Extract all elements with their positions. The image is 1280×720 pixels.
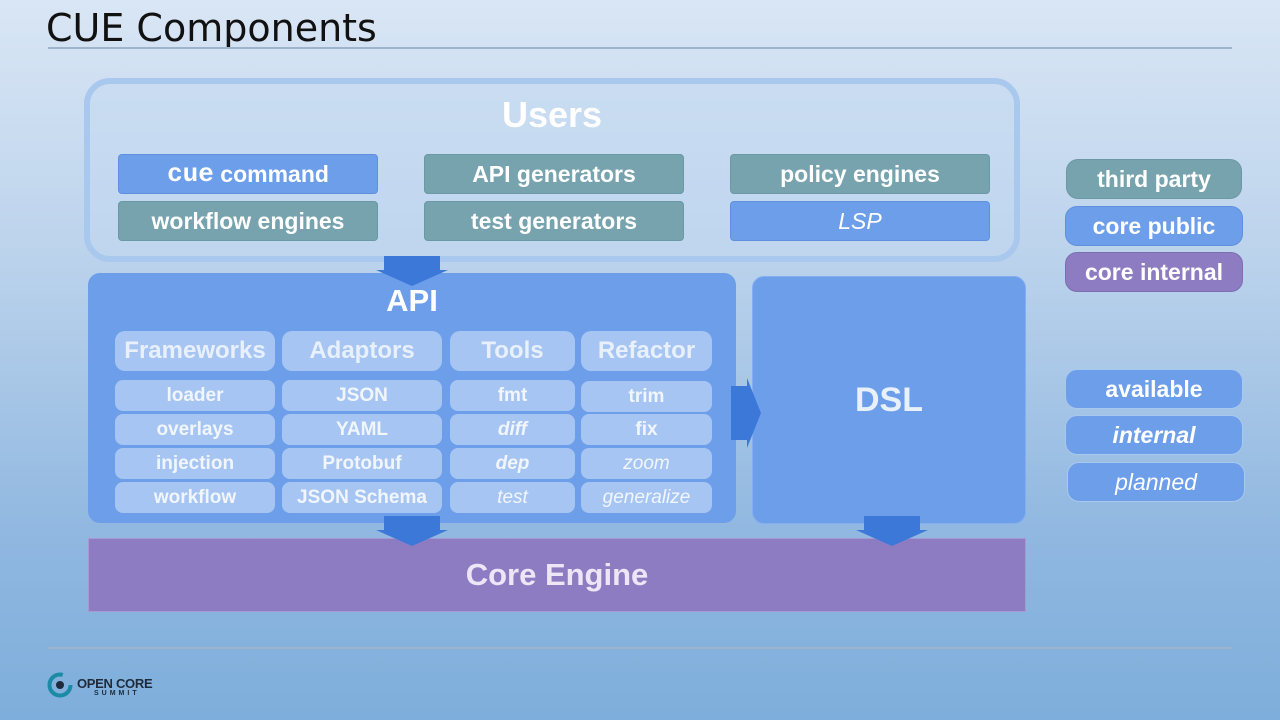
footer-divider (48, 647, 1232, 649)
logo-text: OPEN CORE (77, 676, 153, 691)
arrow-right-icon (731, 378, 761, 448)
test-generators-box: test generators (424, 201, 684, 241)
policy-engines-box: policy engines (730, 154, 990, 194)
dsl-label: DSL (855, 380, 923, 419)
api-item-yaml: YAML (282, 414, 442, 445)
arrow-down-icon (376, 256, 448, 286)
api-item-trim: trim (581, 381, 712, 412)
title-divider (48, 47, 1232, 49)
cue-command-label: command (213, 160, 329, 187)
api-item-fix: fix (581, 414, 712, 445)
api-item-fmt: fmt (450, 380, 575, 411)
api-item-json: JSON (282, 380, 442, 411)
cue-command-box: cue command (118, 154, 378, 194)
arrow-down-icon (856, 516, 928, 546)
api-item-generalize: generalize (581, 482, 712, 513)
api-item-diff: diff (450, 414, 575, 445)
api-item-overlays: overlays (115, 414, 275, 445)
api-item-test: test (450, 482, 575, 513)
users-title: Users (501, 94, 603, 135)
core-engine-panel (88, 538, 1026, 612)
api-item-json-schema: JSON Schema (282, 482, 442, 513)
legend-available: available (1065, 369, 1243, 409)
lsp-box: LSP (730, 201, 990, 241)
api-column-header: Refactor (581, 331, 712, 371)
open-core-logo-icon (47, 672, 73, 698)
core-engine-label: Core Engine (465, 557, 649, 592)
workflow-engines-box: workflow engines (118, 201, 378, 241)
api-item-loader: loader (115, 380, 275, 411)
api-generators-box: API generators (424, 154, 684, 194)
api-item-protobuf: Protobuf (282, 448, 442, 479)
logo-subtext: SUMMIT (94, 690, 140, 697)
arrow-down-icon (376, 516, 448, 546)
legend-planned: planned (1067, 462, 1245, 502)
api-item-injection: injection (115, 448, 275, 479)
legend-internal: internal (1065, 415, 1243, 455)
api-column-header: Tools (450, 331, 575, 371)
legend-core-public: core public (1065, 206, 1243, 246)
api-item-zoom: zoom (581, 448, 712, 479)
cue-code-label: cue (167, 159, 214, 189)
legend-third-party: third party (1066, 159, 1242, 199)
legend-core-internal: core internal (1065, 252, 1243, 292)
api-column-header: Frameworks (115, 331, 275, 371)
api-item-workflow: workflow (115, 482, 275, 513)
slide-title: CUE Components (46, 6, 377, 50)
api-column-header: Adaptors (282, 331, 442, 371)
api-item-dep: dep (450, 448, 575, 479)
api-title: API (386, 283, 438, 318)
